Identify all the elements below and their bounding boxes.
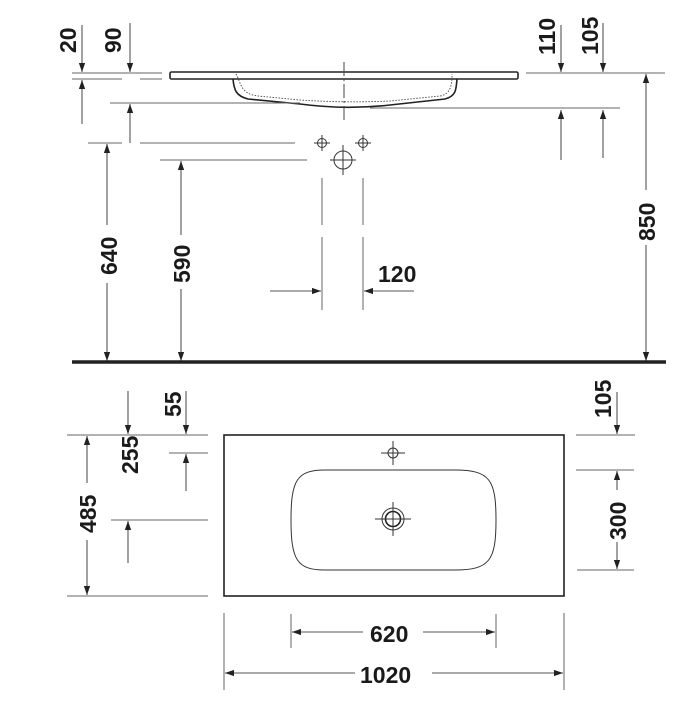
dim-90: 90: [100, 27, 126, 53]
side-view: 20 90 110 105 120: [55, 16, 666, 364]
tap-hole-left-icon: [314, 135, 330, 151]
dim-640: 640: [96, 237, 122, 275]
bowl-inner: [235, 73, 453, 103]
dim-1020: 1020: [360, 662, 411, 688]
dim-485: 485: [75, 494, 101, 533]
drain-icon: [375, 502, 411, 536]
dim-120: 120: [378, 261, 416, 287]
tap-hole-icon: [381, 441, 405, 465]
waste-outlet-icon: [330, 145, 356, 175]
basin-top-outline: [223, 434, 565, 597]
dim-255: 255: [117, 435, 143, 474]
dim-55: 55: [160, 391, 186, 417]
dim-300: 300: [605, 502, 631, 540]
dim-590: 590: [169, 245, 195, 283]
bowl-top-outline: [290, 469, 497, 571]
dim-110: 110: [534, 18, 560, 55]
top-view: 55 255 485 105 300 620 1020: [67, 379, 635, 690]
tap-hole-right-icon: [355, 135, 371, 151]
bowl-outline: [232, 78, 458, 109]
dim-20: 20: [55, 27, 81, 53]
dim-620: 620: [370, 621, 408, 647]
dim-105-side: 105: [577, 16, 603, 55]
dim-105-top: 105: [590, 379, 616, 418]
dim-850: 850: [634, 203, 660, 241]
